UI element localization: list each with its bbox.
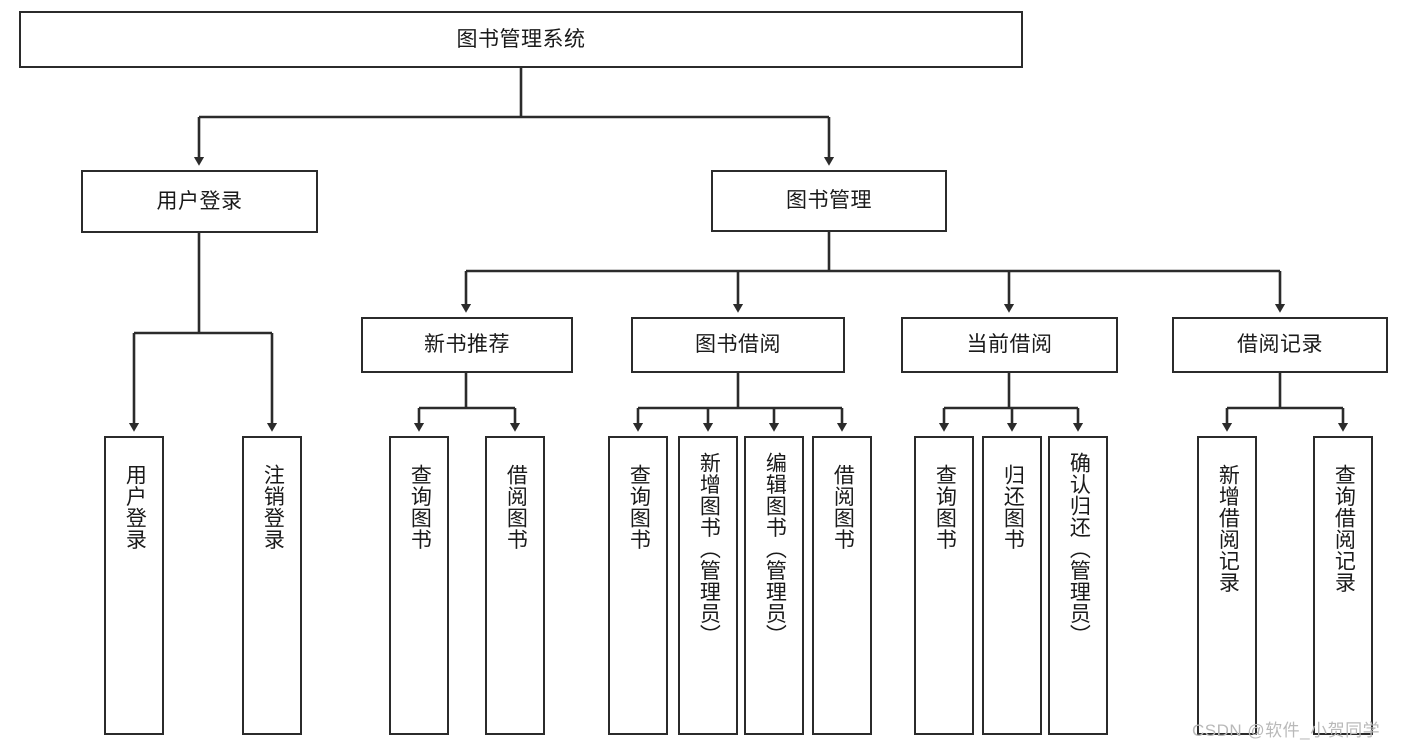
node-root[interactable]: 图书管理系统 — [19, 11, 1023, 68]
leaf-borrow-record-2[interactable]: 查询借阅记录 — [1313, 436, 1373, 735]
leaf-current-borrow-1[interactable]: 查询图书 — [914, 436, 974, 735]
leaf-book-borrow-1[interactable]: 查询图书 — [608, 436, 668, 735]
csdn-watermark: CSDN @软件_小贺同学 — [1192, 721, 1381, 740]
node-book-borrow[interactable]: 图书借阅 — [631, 317, 845, 373]
leaf-new-book-2[interactable]: 借阅图书 — [485, 436, 545, 735]
leaf-current-borrow-2[interactable]: 归还图书 — [982, 436, 1042, 735]
node-current-borrow[interactable]: 当前借阅 — [901, 317, 1118, 373]
node-new-book-recommend[interactable]: 新书推荐 — [361, 317, 573, 373]
node-user-login[interactable]: 用户登录 — [81, 170, 318, 233]
leaf-user-login-2[interactable]: 注销登录 — [242, 436, 302, 735]
leaf-book-borrow-3[interactable]: 编辑图书（管理员） — [744, 436, 804, 735]
leaf-current-borrow-3[interactable]: 确认归还（管理员） — [1048, 436, 1108, 735]
leaf-borrow-record-1[interactable]: 新增借阅记录 — [1197, 436, 1257, 735]
node-book-manage[interactable]: 图书管理 — [711, 170, 947, 232]
leaf-book-borrow-4[interactable]: 借阅图书 — [812, 436, 872, 735]
node-borrow-record[interactable]: 借阅记录 — [1172, 317, 1388, 373]
leaf-user-login-1[interactable]: 用户登录 — [104, 436, 164, 735]
leaf-new-book-1[interactable]: 查询图书 — [389, 436, 449, 735]
leaf-book-borrow-2[interactable]: 新增图书（管理员） — [678, 436, 738, 735]
